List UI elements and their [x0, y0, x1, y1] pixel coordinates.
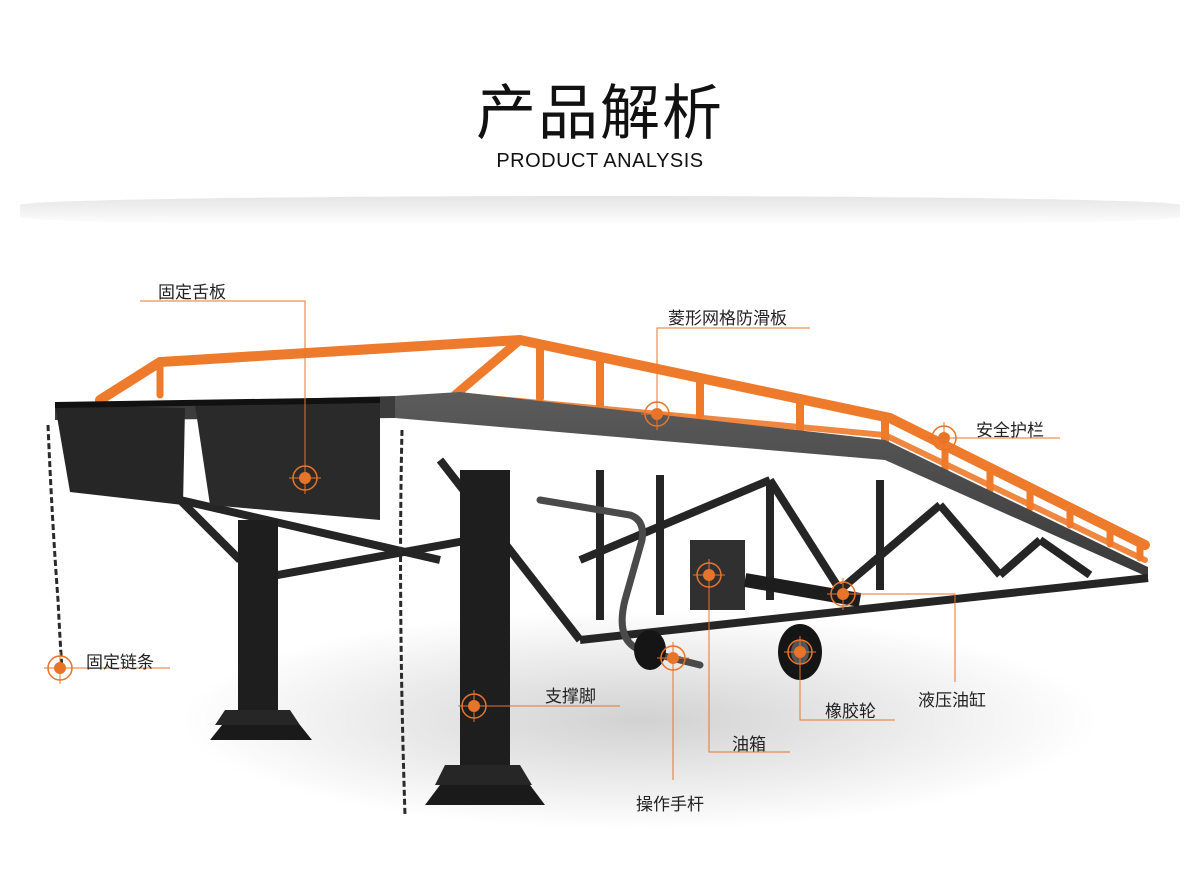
- header-shadow: [20, 196, 1180, 226]
- label-hydraulic-cylinder: 液压油缸: [918, 691, 986, 711]
- label-operating-handle: 操作手杆: [636, 795, 704, 815]
- page-title: 产品解析: [476, 79, 724, 149]
- marker-oil-tank: [693, 559, 725, 591]
- label-fixed-tongue-plate: 固定舌板: [158, 283, 226, 303]
- marker-chain: [44, 652, 76, 684]
- leader-line-cylinder: [843, 593, 956, 682]
- marker-cylinder: [827, 578, 859, 610]
- label-diamond-anti-slip-plate: 菱形网格防滑板: [668, 309, 787, 329]
- label-rubber-wheel: 橡胶轮: [825, 702, 876, 722]
- leader-line-tongue-plate: [140, 300, 306, 478]
- marker-anti-slip: [641, 398, 673, 430]
- marker-handle: [657, 642, 689, 674]
- safety-guardrail-graphic: [95, 334, 1150, 563]
- fixed-chain-graphic: [46, 424, 407, 816]
- page-subtitle: PRODUCT ANALYSIS: [496, 150, 704, 172]
- marker-support-leg: [458, 690, 490, 722]
- marker-tongue-plate: [289, 462, 321, 494]
- label-support-leg: 支撑脚: [545, 687, 596, 707]
- markers: [44, 398, 960, 722]
- fixed-tongue-plate-graphic: [54, 397, 381, 520]
- page-header: 产品解析 PRODUCT ANALYSIS: [0, 0, 1200, 226]
- label-oil-tank: 油箱: [732, 735, 766, 755]
- leader-lines: [60, 300, 1060, 780]
- support-leg-graphic: [210, 470, 545, 805]
- operating-handle-graphic: [536, 496, 704, 669]
- floor-shadow: [180, 610, 1100, 830]
- label-fixed-chain: 固定链条: [86, 653, 154, 673]
- leader-line-anti-slip: [656, 327, 810, 414]
- marker-wheel: [784, 636, 816, 668]
- leader-line-wheel: [799, 652, 895, 721]
- leader-line-oil-tank: [708, 575, 790, 753]
- marker-guardrail: [928, 422, 960, 454]
- label-safety-guardrail: 安全护栏: [976, 421, 1044, 441]
